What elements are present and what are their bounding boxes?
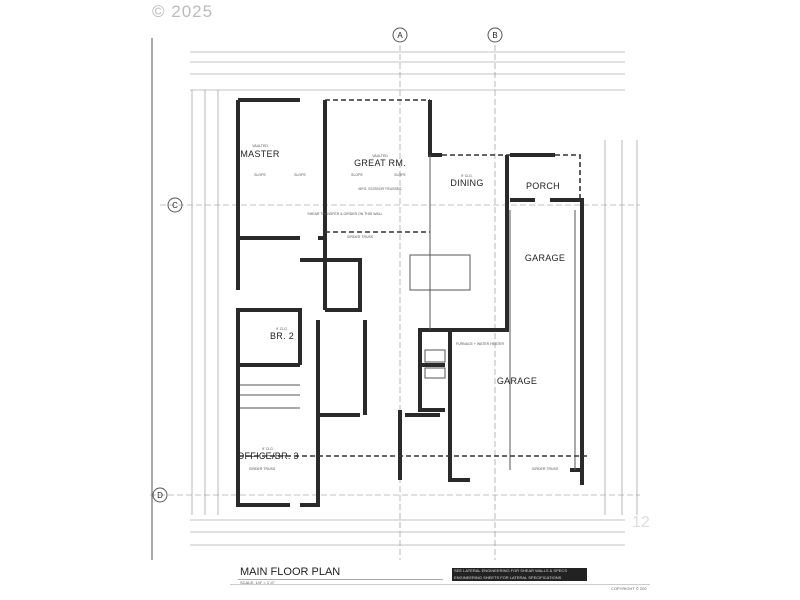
note-girder-truss-office: GIRDER TRUSS <box>249 467 276 471</box>
note-slope: SLOPE <box>394 173 406 177</box>
room-label-office-br3: OFFICE/BR. 3 <box>237 451 299 461</box>
room-label-garage-upper: GARAGE <box>525 253 565 263</box>
dimension-lines <box>150 45 640 560</box>
drawing-title: MAIN FLOOR PLAN <box>240 566 341 578</box>
sheet-number: 12 <box>632 514 650 531</box>
svg-text:C: C <box>172 201 178 210</box>
note-girder-truss: GIRDER TRUSS <box>347 235 374 239</box>
room-label-porch: PORCH <box>526 181 560 191</box>
note-scissor-trusses: MFG. SCISSOR TRUSSES <box>359 187 403 191</box>
note-slope: SLOPE <box>351 173 363 177</box>
copyright-note: COPYRIGHT © 200 <box>611 586 647 591</box>
walls <box>236 98 584 507</box>
room-label-master: MASTER <box>240 149 280 159</box>
room-note-br2: 9' CLG. <box>276 327 288 331</box>
room-note-master: VAULTED <box>252 144 268 148</box>
room-note-great-room: VAULTED <box>372 154 388 158</box>
room-note-dining: 9' CLG. <box>461 174 473 178</box>
note-slope: SLOPE <box>294 173 306 177</box>
room-label-br2: BR. 2 <box>270 331 294 341</box>
note-girder-truss-garage: GIRDER TRUSS <box>532 467 559 471</box>
svg-text:D: D <box>157 491 163 500</box>
note-slope: SLOPE <box>254 173 266 177</box>
grid-marker-a: A <box>392 27 408 43</box>
room-label-garage-lower: GARAGE <box>497 376 537 386</box>
grid-marker-b: B <box>487 27 503 43</box>
copyright-watermark: © 2025 <box>152 2 214 21</box>
room-label-dining: DINING <box>450 178 483 188</box>
note-shear-transfer: SHEAR TRANSFER & GIRDER ON THIS WALL <box>307 212 382 216</box>
dashed-openings <box>238 99 590 470</box>
room-note-office: 9' CLG. <box>262 447 274 451</box>
engineering-note-line2: ENGINEERING SHEETS FOR LATERAL SPECIFICA… <box>454 574 562 580</box>
engineering-note-box: SEE LATERAL ENGINEERING FOR SHEAR WALLS … <box>452 568 587 581</box>
note-furnace: FURNACE + WATER HEATER <box>456 342 505 346</box>
svg-text:B: B <box>492 31 497 40</box>
grid-marker-d: D <box>152 487 168 503</box>
room-label-great-room: GREAT RM. <box>354 158 406 168</box>
drawing-scale: SCALE: 1/4" = 1'-0" <box>240 580 275 585</box>
svg-text:A: A <box>397 31 403 40</box>
title-block-divider <box>230 584 650 585</box>
engineering-note-line1: SEE LATERAL ENGINEERING FOR SHEAR WALLS … <box>454 568 567 573</box>
title-underline <box>238 579 443 580</box>
grid-marker-c: C <box>167 197 183 213</box>
